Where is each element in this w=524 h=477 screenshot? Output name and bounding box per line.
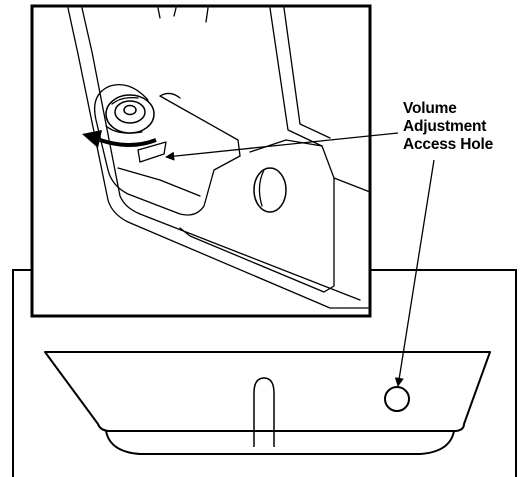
rotation-arrow-head	[82, 130, 102, 148]
rotation-arrow-curve	[99, 138, 157, 147]
screw-pocket	[93, 83, 241, 216]
adjustment-screw-head	[123, 104, 137, 116]
top-mark-2	[173, 7, 177, 17]
access-hole-circle	[384, 386, 410, 412]
callout-line-2: Adjustment	[403, 118, 487, 135]
housing-right-edge	[370, 269, 517, 477]
adjustment-screw-thread	[111, 96, 139, 105]
mounting-hole	[253, 167, 287, 213]
panel-right-inner-edge	[283, 7, 331, 139]
panel-right-edge	[269, 7, 323, 147]
adjustment-screw-thread-lower	[105, 125, 143, 134]
tray-outline	[44, 351, 491, 432]
panel-bevel-side	[333, 177, 371, 193]
leader-to-access-hole	[394, 159, 435, 387]
screw-pocket-wall	[159, 95, 241, 157]
screw-pocket-floor	[117, 167, 201, 197]
callout-line-1: Volume	[403, 100, 457, 117]
leader-to-inset	[165, 132, 399, 161]
top-mark-3	[205, 7, 209, 23]
housing-left-edge	[12, 269, 32, 477]
tray-slot	[253, 377, 275, 447]
tray-bottom	[105, 430, 455, 455]
mounting-hole-inner	[258, 169, 265, 207]
top-mark-1	[157, 7, 161, 19]
panel-bevel-front	[179, 145, 335, 293]
inset-frame	[30, 4, 372, 318]
base-tray	[44, 351, 491, 455]
device-housing	[12, 269, 517, 477]
inset-detail	[30, 4, 372, 318]
adjustment-screw-inner	[114, 100, 146, 124]
access-slot	[137, 141, 167, 163]
panel-bevel-top	[249, 139, 323, 153]
panel-outer-edge	[67, 7, 371, 309]
callout-leaders	[165, 132, 435, 387]
callout-label: Volume Adjustment Access Hole	[403, 100, 523, 154]
callout-line-3: Access Hole	[403, 136, 493, 153]
screw-pocket-lip	[159, 92, 181, 99]
panel-inner-edge	[81, 7, 361, 301]
